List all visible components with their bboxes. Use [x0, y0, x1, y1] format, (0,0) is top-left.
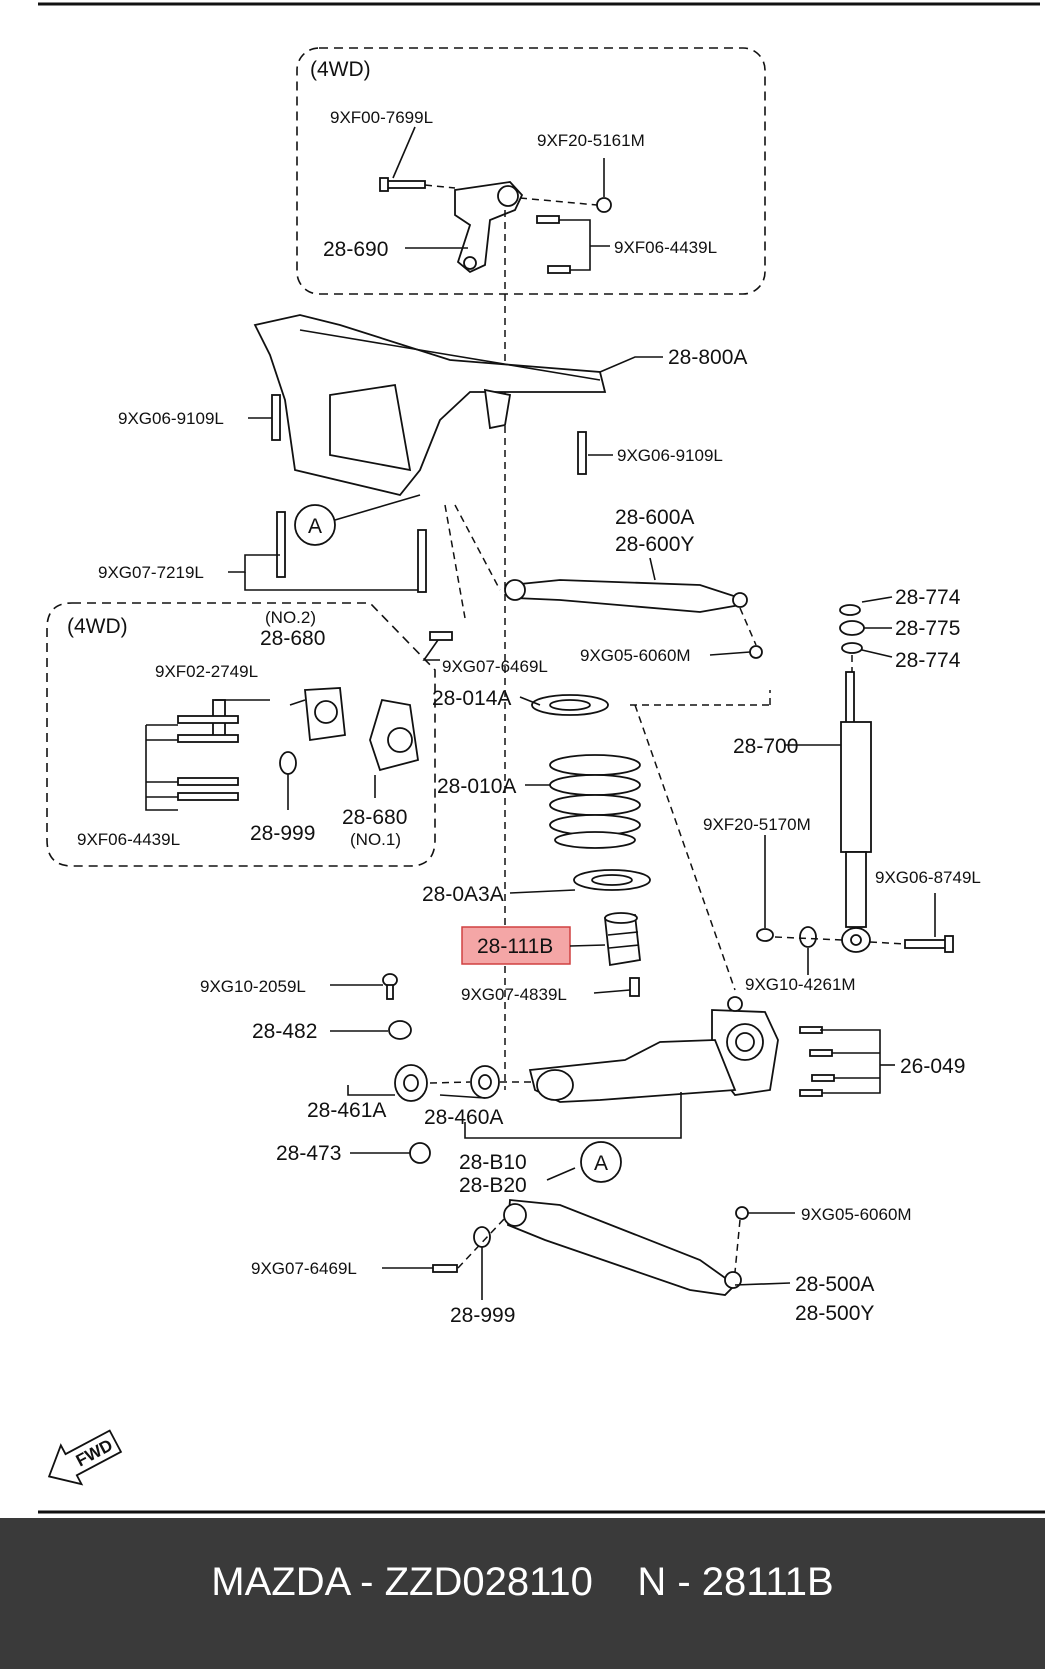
bracket-28-690 — [454, 181, 524, 274]
bump-stop-28-111b — [604, 912, 641, 967]
washer-9xg10-4261m — [799, 926, 817, 948]
bolt-9xg07-6469l-top — [429, 631, 453, 641]
label-9xg06-9109l-right: 9XG06-9109L — [617, 446, 723, 465]
label-9xf20-5161m: 9XF20-5161M — [537, 131, 645, 150]
label-no1: (NO.1) — [350, 830, 401, 849]
label-28-774-top: 28-774 — [895, 586, 961, 609]
upper-arm-28-600a — [504, 579, 748, 613]
label-9xg07-4839l: 9XG07-4839L — [461, 985, 567, 1004]
bolt-9xg06-9109l-right — [577, 431, 587, 475]
svg-text:A: A — [308, 515, 322, 538]
label-28-775: 28-775 — [895, 617, 960, 640]
label-28-999-left: 28-999 — [250, 822, 315, 845]
washer-28-999-left — [279, 751, 297, 775]
bolts-9xg07-7219l — [276, 511, 427, 593]
bolt-9xg06-9109l-left — [271, 394, 281, 441]
bushing-28-680-no2 — [304, 687, 346, 742]
label-28-500y: 28-500Y — [795, 1302, 874, 1325]
bolt-9xg06-8749l — [904, 935, 954, 953]
label-28-460a: 28-460A — [424, 1106, 503, 1129]
label-28-800a: 28-800A — [668, 346, 747, 369]
label-9xf02-2749l: 9XF02-2749L — [155, 662, 258, 681]
nut-9xg05-6060m-top — [749, 645, 763, 659]
label-9xg05-6060m-bottom: 9XG05-6060M — [801, 1205, 912, 1224]
label-9xf20-5170m: 9XF20-5170M — [703, 815, 811, 834]
label-9xg10-4261m: 9XG10-4261M — [745, 975, 856, 994]
part-labels: 9XF00-7699L 9XF20-5161M 28-690 9XF06-443… — [77, 108, 981, 1327]
label-28-461a: 28-461A — [307, 1099, 386, 1122]
label-28-774-bottom: 28-774 — [895, 649, 961, 672]
spring-28-010a — [549, 754, 641, 849]
label-28-473: 28-473 — [276, 1142, 341, 1165]
seat-28-0a3a — [573, 869, 651, 891]
label-9xg07-6469l-top: 9XG07-6469L — [442, 657, 548, 676]
box-4wd-left-title: (4WD) — [67, 615, 128, 638]
bolts-26-049 — [799, 1026, 835, 1097]
bolt-9xg07-4839l — [629, 977, 640, 997]
svg-text:A: A — [594, 1152, 608, 1175]
bolt-9xg10-2059l — [382, 973, 398, 1000]
nut-9xf20-5170m — [756, 928, 774, 942]
label-28-600y: 28-600Y — [615, 533, 694, 556]
nut-28-473 — [409, 1142, 431, 1164]
footer-bar: MAZDA - ZZD028110 N - 28111B — [0, 1518, 1045, 1669]
label-28-700: 28-700 — [733, 735, 798, 758]
fwd-arrow-icon: FWD — [47, 1429, 123, 1486]
label-9xg07-7219l: 9XG07-7219L — [98, 563, 204, 582]
label-28-b20: 28-B20 — [459, 1174, 527, 1197]
label-9xg06-8749l: 9XG06-8749L — [875, 868, 981, 887]
box-4wd-left — [46, 602, 436, 867]
nut-9xg05-6060m-bottom — [735, 1206, 749, 1220]
bolts-9xf06-4439l-top — [536, 215, 571, 274]
label-9xg10-2059l: 9XG10-2059L — [200, 977, 306, 996]
bolt-9xg07-6469l-bottom — [432, 1264, 458, 1273]
label-28-010a: 28-010A — [437, 775, 516, 798]
label-28-b10: 28-B10 — [459, 1151, 527, 1174]
label-28-0a3a: 28-0A3A — [422, 883, 504, 906]
label-9xg06-9109l-left: 9XG06-9109L — [118, 409, 224, 428]
label-26-049: 26-049 — [900, 1055, 965, 1078]
label-28-600a: 28-600A — [615, 506, 694, 529]
bushing-28-461a — [394, 1064, 428, 1102]
label-28-680-bottom: 28-680 — [342, 806, 407, 829]
washer-28-482 — [388, 1020, 412, 1040]
label-no2: (NO.2) — [265, 608, 316, 627]
label-28-482: 28-482 — [252, 1020, 317, 1043]
label-28-500a: 28-500A — [795, 1273, 874, 1296]
seat-28-014a — [531, 694, 609, 716]
crossmember-28-800a — [253, 314, 607, 497]
box-4wd-top-title: (4WD) — [310, 58, 371, 81]
label-9xf00-7699l: 9XF00-7699L — [330, 108, 433, 127]
label-9xg05-6060m-top: 9XG05-6060M — [580, 646, 691, 665]
label-28-111b: 28-111B — [477, 935, 553, 958]
label-28-014a: 28-014A — [432, 687, 511, 710]
lower-arm-28-500a — [503, 1199, 742, 1296]
nut-9xf20-5161m — [596, 197, 612, 213]
footer-part-number: MAZDA - ZZD028110 N - 28111B — [211, 1560, 834, 1604]
bushing-28-680-no1 — [369, 698, 420, 772]
lower-arm-28-b10 — [528, 1039, 737, 1103]
washers-28-774-28-775 — [839, 604, 865, 654]
label-9xg07-6469l-bottom: 9XG07-6469L — [251, 1259, 357, 1278]
label-28-680-top: 28-680 — [260, 627, 325, 650]
label-28-690: 28-690 — [323, 238, 388, 261]
leader-lines — [215, 126, 936, 1300]
label-9xf06-4439l-left: 9XF06-4439L — [77, 830, 180, 849]
box-4wd-top — [296, 47, 766, 295]
label-28-999-bottom: 28-999 — [450, 1304, 515, 1327]
callout-a-top: A — [294, 494, 421, 546]
shock-absorber-28-700 — [840, 671, 872, 953]
bolts-9xf06-4439l-left — [177, 715, 239, 801]
bushing-28-460a — [470, 1065, 500, 1099]
label-9xf06-4439l-top: 9XF06-4439L — [614, 238, 717, 257]
bolt-9xf00-7699l — [379, 177, 426, 192]
callout-a-bottom: A — [580, 1141, 622, 1183]
